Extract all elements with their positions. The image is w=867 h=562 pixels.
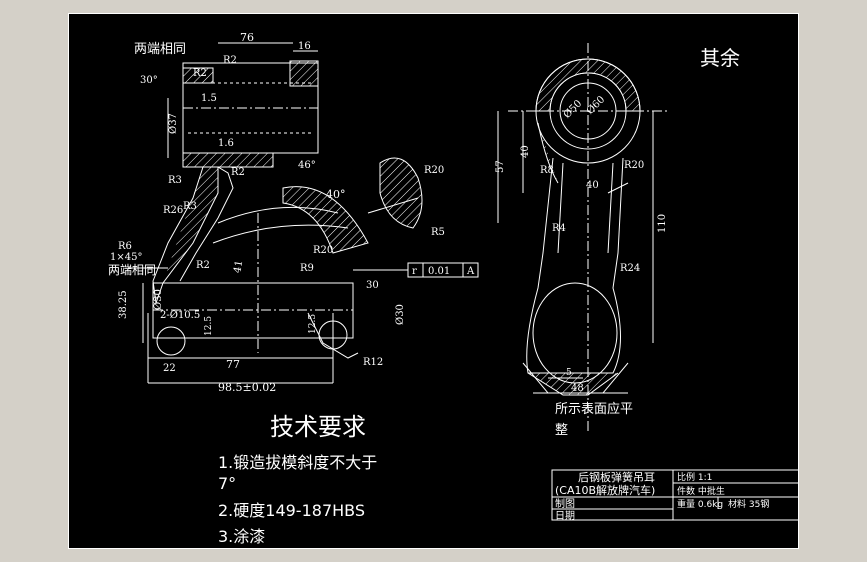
tb-material: 材料 35钢 — [728, 498, 769, 510]
cad-drawing: 两端相同 两端相同 其余 所示表面应平 整 76 16 30° R2 R2 1.… — [68, 13, 799, 549]
tech-item-1a: 1.锻造拔模斜度不大于 — [218, 453, 377, 472]
dim-r4: R4 — [552, 223, 566, 234]
tech-item-2: 2.硬度149-187HBS — [218, 501, 365, 520]
sheet-border — [68, 13, 799, 549]
boss-hatch-top — [182, 67, 214, 84]
dim-phi30b: Ø30 — [395, 304, 406, 325]
tol-value: 0.01 — [428, 266, 450, 277]
dim-r8: R8 — [540, 165, 554, 176]
surface-note-2: 整 — [555, 423, 568, 438]
dim-phi30: Ø30 — [153, 289, 164, 310]
dim-77: 77 — [226, 358, 240, 371]
tb-drawn: 制图 — [555, 497, 575, 510]
boss-hatch-bottom — [182, 152, 274, 168]
tech-item-3: 3.涂漆 — [218, 527, 265, 546]
side-view — [497, 43, 668, 433]
tech-item-1b: 7° — [218, 474, 236, 493]
dim-phi37: Ø37 — [168, 113, 179, 134]
section-detail — [379, 157, 423, 229]
dim-r20: R20 — [313, 245, 333, 256]
tech-title: 技术要求 — [270, 413, 366, 441]
dim-r3b: R3 — [183, 201, 197, 212]
dim-46deg: 46° — [298, 160, 316, 171]
title-block — [551, 469, 799, 521]
front-view — [128, 42, 479, 384]
surface-note-1: 所示表面应平 — [555, 401, 633, 417]
dim-30: 30 — [366, 280, 379, 291]
tb-date: 日期 — [555, 510, 575, 522]
dim-40b: 40 — [586, 180, 599, 191]
arm-section — [155, 166, 219, 304]
tb-part-name: 后钢板弹簧吊耳 — [578, 470, 655, 484]
dim-r12: R12 — [363, 357, 383, 368]
label-same-ends-mid: 两端相同 — [108, 263, 156, 277]
dim-22: 22 — [163, 363, 176, 374]
dim-1-5: 1.5 — [201, 93, 217, 104]
dim-r3: R3 — [168, 175, 182, 186]
dim-40a: 40 — [520, 145, 531, 158]
tol-ref: A — [466, 266, 475, 277]
dim-76: 76 — [240, 31, 254, 44]
dim-r2d: R2 — [196, 260, 210, 271]
dim-40deg: 40° — [326, 188, 346, 201]
dim-r26: R26 — [163, 205, 183, 216]
dim-12-5b: 12.5 — [308, 314, 318, 334]
dim-5: 5 — [566, 368, 572, 378]
bolt-hole-left — [156, 326, 186, 356]
dim-r24: R24 — [620, 263, 640, 274]
tb-part-sub: (CA10B解放牌汽车) — [555, 483, 655, 497]
tol-r: r — [412, 266, 417, 277]
tb-count: 件数 中批生 — [677, 485, 725, 497]
dim-110: 110 — [657, 214, 668, 233]
drawing-sheet: 两端相同 两端相同 其余 所示表面应平 整 76 16 30° R2 R2 1.… — [68, 13, 799, 549]
tb-scale: 比例 1:1 — [677, 471, 712, 483]
dim-r2: R2 — [223, 55, 237, 66]
dim-r5: R5 — [431, 227, 445, 238]
lower-eye — [532, 282, 618, 384]
dim-1-6: 1.6 — [218, 138, 234, 149]
tb-weight: 重量 0.6kg — [677, 498, 723, 510]
dim-r6: R6 — [118, 241, 132, 252]
boss-hatch-right — [289, 60, 319, 87]
dim-38-25: 38.25 — [118, 290, 129, 319]
dim-98-5: 98.5±0.02 — [218, 381, 276, 394]
dim-dia10-5: 2-Ø10.5 — [160, 310, 200, 321]
label-remaining: 其余 — [700, 46, 740, 70]
dim-48: 48 — [571, 383, 584, 394]
dim-16: 16 — [298, 41, 311, 52]
dim-30deg: 30° — [140, 75, 158, 86]
dim-57: 57 — [495, 160, 506, 173]
dim-r2b: R2 — [193, 68, 207, 79]
dim-phi50: Ø50 — [562, 98, 585, 121]
label-same-ends-top: 两端相同 — [134, 42, 186, 57]
rib-section — [282, 186, 369, 254]
dim-chamfer: 1×45° — [110, 252, 142, 263]
dim-r9: R9 — [300, 263, 314, 274]
dim-r2c: R2 — [231, 167, 245, 178]
dim-r20b: R20 — [424, 165, 444, 176]
dim-r20c: R20 — [624, 160, 644, 171]
dim-41: 41 — [232, 260, 245, 274]
dim-12-5a: 12.5 — [204, 316, 214, 336]
